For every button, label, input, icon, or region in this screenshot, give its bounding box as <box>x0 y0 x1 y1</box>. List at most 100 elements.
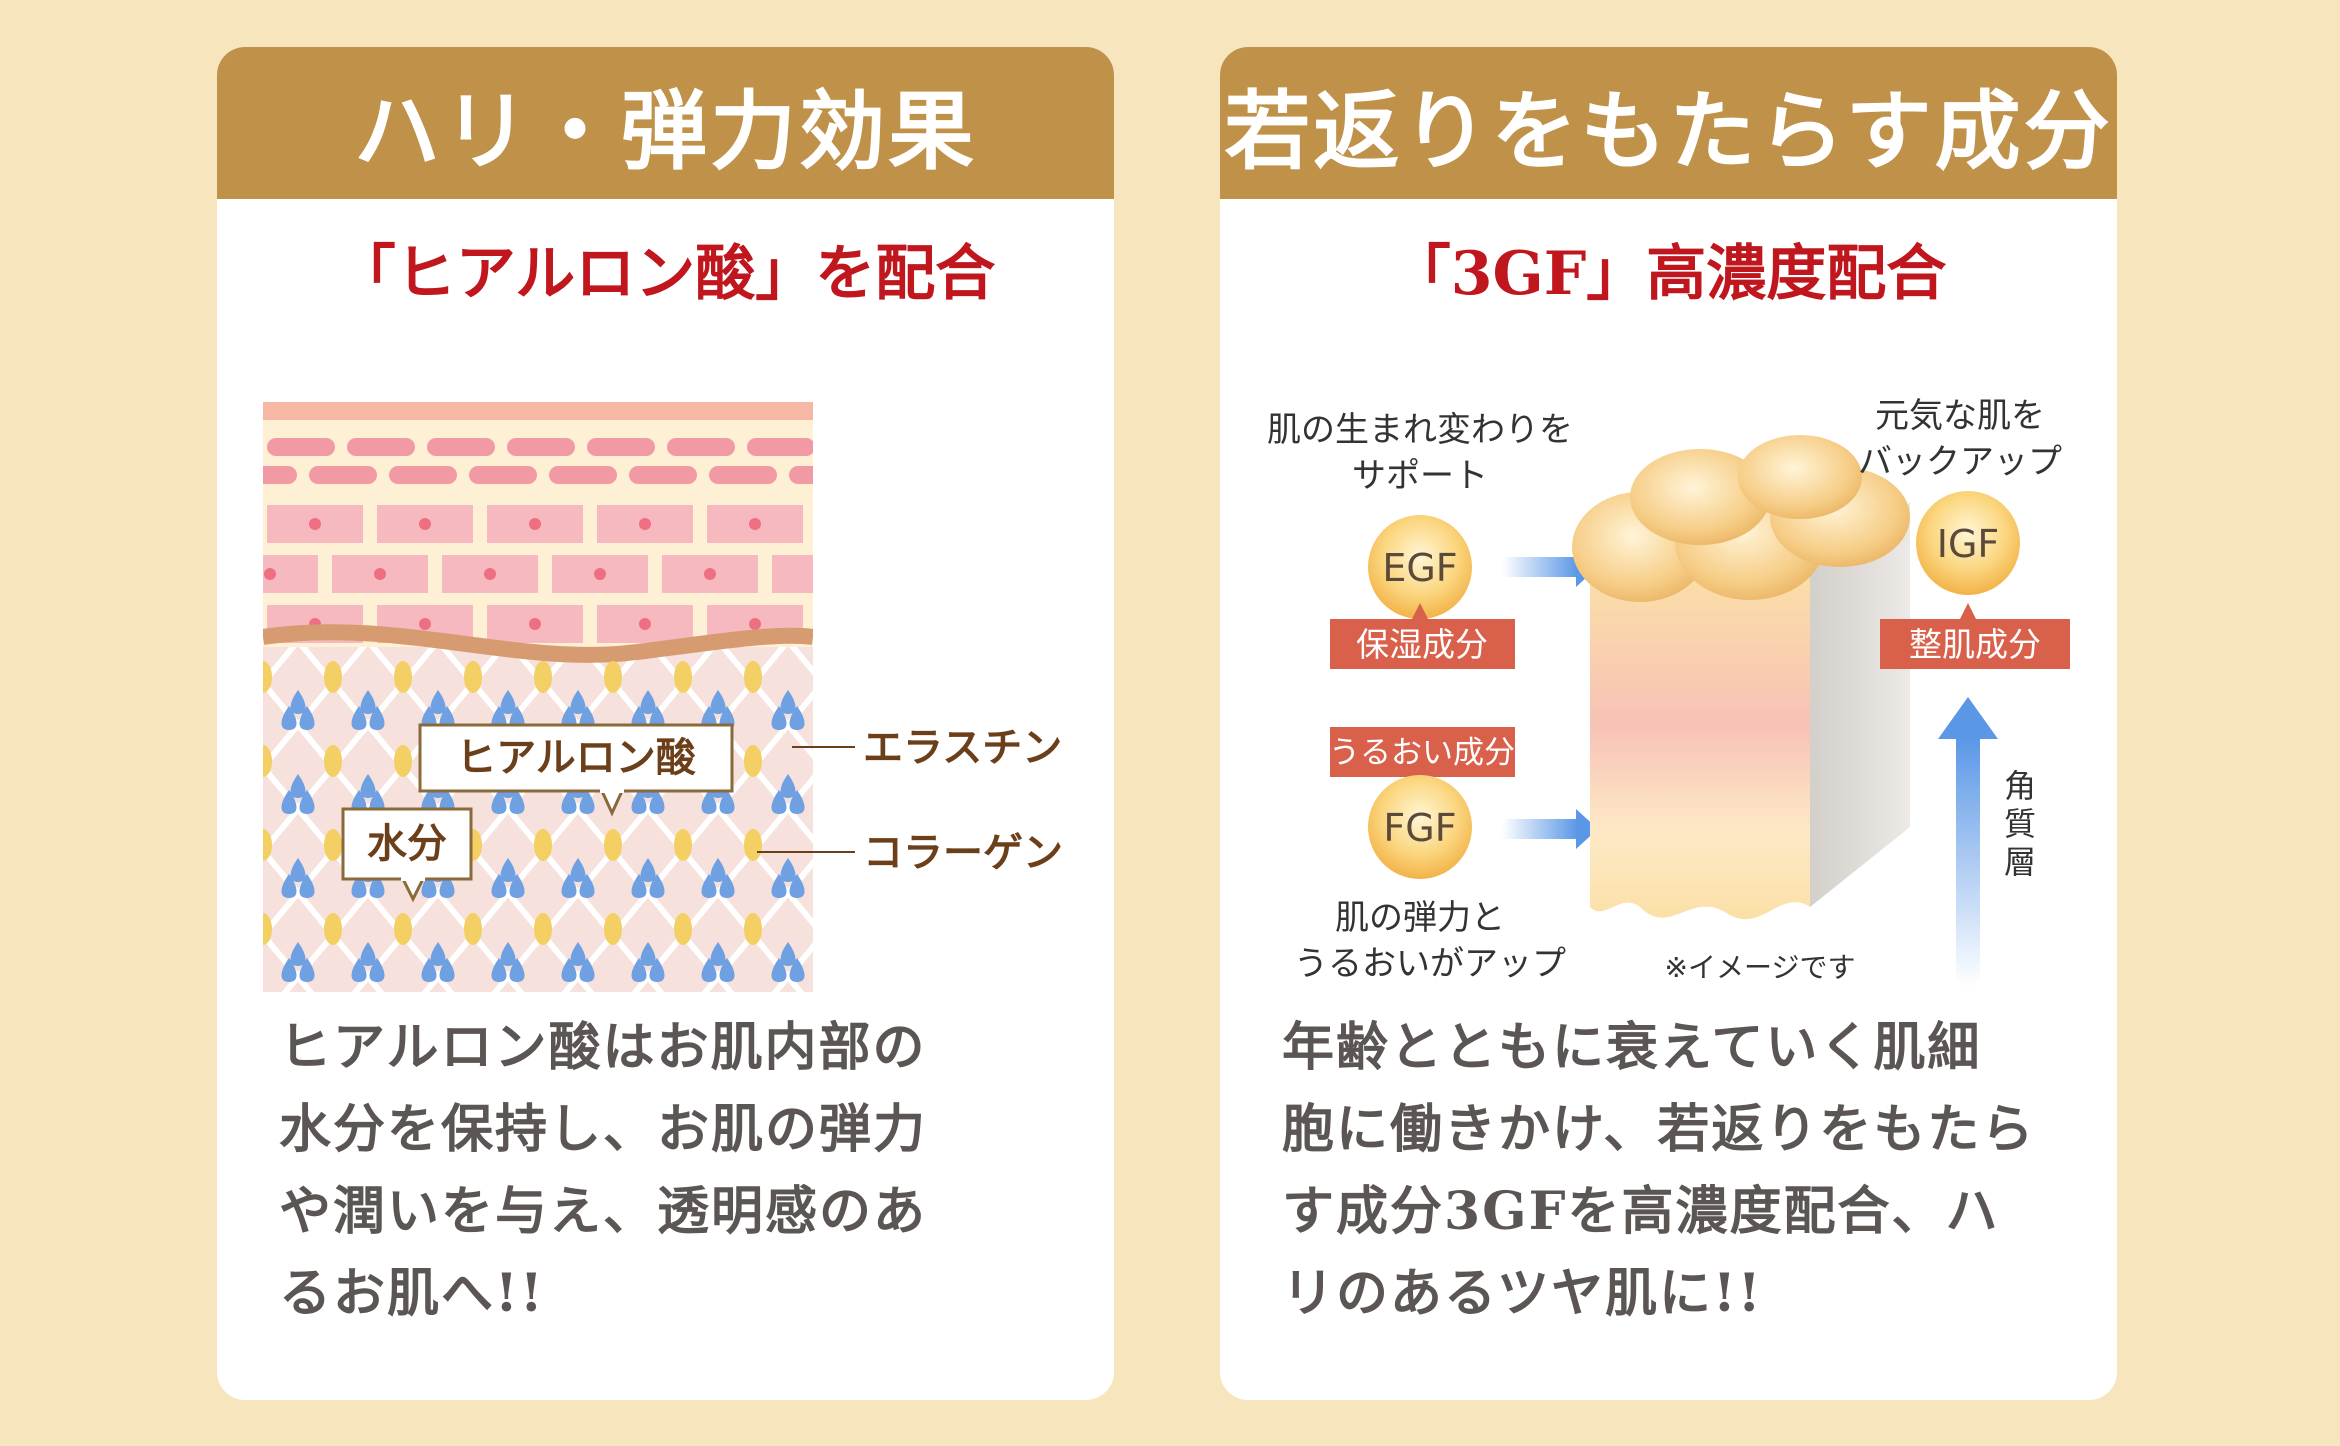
description-line: 胞に働きかけ、若返りをもたら <box>1282 1099 2036 1160</box>
surface-layer-bar <box>347 438 415 456</box>
cell-nucleus <box>419 518 431 530</box>
card-subtitle: 「3GF」高濃度配合 <box>1390 239 1947 309</box>
cell-nucleus <box>814 568 826 580</box>
egf-ball <box>1368 515 1472 619</box>
water-drop <box>360 774 376 798</box>
elastin-fiber <box>604 829 622 861</box>
arrow-right-icon <box>1502 809 1598 849</box>
water-drop <box>780 690 796 714</box>
elastin-fiber <box>814 997 832 1007</box>
water-drop <box>570 942 586 966</box>
stratum-label: 角 <box>2004 767 2036 805</box>
fgf-ball <box>1368 775 1472 879</box>
water-drop <box>710 690 726 714</box>
igf-ball <box>1916 491 2020 595</box>
cell-nucleus <box>594 568 606 580</box>
elastin-fiber <box>464 661 482 693</box>
water-drop <box>290 774 306 798</box>
cell-nucleus <box>639 618 651 630</box>
elastin-fiber <box>814 745 832 777</box>
skin-cell <box>772 555 813 593</box>
egf-caption: サポート <box>1352 456 1488 496</box>
cell-nucleus <box>639 518 651 530</box>
elastin-fiber <box>324 997 342 1007</box>
elastin-fiber <box>464 913 482 945</box>
elastin-fiber <box>674 997 692 1007</box>
elastin-fiber <box>263 661 272 693</box>
surface-layer-bar <box>469 466 537 484</box>
cell-nucleus <box>859 518 871 530</box>
surface-layer-bar <box>427 438 495 456</box>
fgf-caption: 肌の弾力と <box>1335 898 1505 938</box>
elastin-fiber <box>534 661 552 693</box>
cell-nucleus <box>484 568 496 580</box>
elastin-fiber <box>263 745 272 777</box>
cell-nucleus <box>704 568 716 580</box>
water-drop <box>500 858 516 882</box>
hyaluronic-label: ヒアルロン酸 <box>456 735 697 781</box>
elastin-fiber <box>814 913 832 945</box>
cell-nucleus <box>529 618 541 630</box>
surface-layer-bar <box>629 466 697 484</box>
water-drop <box>640 942 656 966</box>
elastin-fiber <box>604 997 622 1007</box>
surface-layer-bar <box>309 466 377 484</box>
egf-caption: 肌の生まれ変わりを <box>1267 410 1573 450</box>
elastin-fiber <box>744 829 762 861</box>
elastin-fiber <box>464 997 482 1007</box>
cell-nucleus <box>749 618 761 630</box>
skin-cell <box>817 605 913 643</box>
fgf-tag <box>1330 727 1515 777</box>
igf-caption: 元気な肌を <box>1875 396 2045 436</box>
water-drop <box>500 690 516 714</box>
stratum-label: 質 <box>2004 805 2036 843</box>
card-title: ハリ・弾力効果 <box>217 47 1114 199</box>
cell-nucleus <box>859 618 871 630</box>
elastin-fiber <box>534 829 552 861</box>
water-drop <box>780 858 796 882</box>
egf-label: EGF <box>1382 546 1457 590</box>
water-drop <box>710 858 726 882</box>
surface-layer-bar <box>549 466 617 484</box>
surface-layer-bar <box>389 466 457 484</box>
hyaluronic-card: ハリ・弾力効果 「ヒアルロン酸」を配合 <box>217 47 1114 1400</box>
card-subtitle: 「ヒアルロン酸」を配合 <box>335 239 996 309</box>
water-drop <box>290 690 306 714</box>
elastin-fiber <box>674 661 692 693</box>
cell-nucleus <box>749 518 761 530</box>
elastin-fiber <box>394 661 412 693</box>
surface-layer-bar <box>667 438 735 456</box>
surface-layer-bar <box>507 438 575 456</box>
fgf-label: FGF <box>1383 806 1456 850</box>
skin-structure-illustration: ヒアルロン酸 水分 エラスチン コラーゲン <box>263 402 1063 1007</box>
elastin-fiber <box>814 829 832 861</box>
elastin-fiber <box>604 913 622 945</box>
elastin-fiber <box>263 913 272 945</box>
card-title: 若返りをもたらす成分 <box>1220 47 2117 199</box>
water-drop <box>360 942 376 966</box>
cell-nucleus <box>419 618 431 630</box>
elastin-fiber <box>674 913 692 945</box>
card-description: ヒアルロン酸はお肌内部の 水分を保持し、お肌の弾力 や潤いを与え、透明感のあ る… <box>279 1007 1069 1335</box>
description-line: や潤いを与え、透明感のあ <box>279 1181 928 1242</box>
growth-factor-diagram: 肌の生まれ変わりを サポート EGF 保湿成分 うるおい成分 FGF 肌の弾力と… <box>1267 396 2070 987</box>
cell-nucleus <box>309 518 321 530</box>
cell-nucleus <box>264 568 276 580</box>
fgf-tag-label: うるおい成分 <box>1329 735 1515 771</box>
water-drop <box>570 690 586 714</box>
elastin-fiber <box>394 997 412 1007</box>
description-line: 水分を保持し、お肌の弾力 <box>279 1099 928 1160</box>
water-drop <box>640 858 656 882</box>
elastin-fiber <box>744 745 762 777</box>
surface-layer-bar <box>263 466 297 484</box>
water-drop <box>640 690 656 714</box>
skin-cell <box>817 505 913 543</box>
elastin-fiber <box>324 661 342 693</box>
water-drop <box>780 774 796 798</box>
growth-factor-card: 若返りをもたらす成分 「3GF」高濃度配合 <box>1220 47 2117 1400</box>
elastin-fiber <box>674 829 692 861</box>
collagen-label: コラーゲン <box>863 830 1063 876</box>
card-description: 年齢とともに衰えていく肌細 胞に働きかけ、若返りをもたら す成分3GFを高濃度配… <box>1282 1007 2072 1335</box>
water-drop <box>290 942 306 966</box>
elastin-fiber <box>534 997 552 1007</box>
